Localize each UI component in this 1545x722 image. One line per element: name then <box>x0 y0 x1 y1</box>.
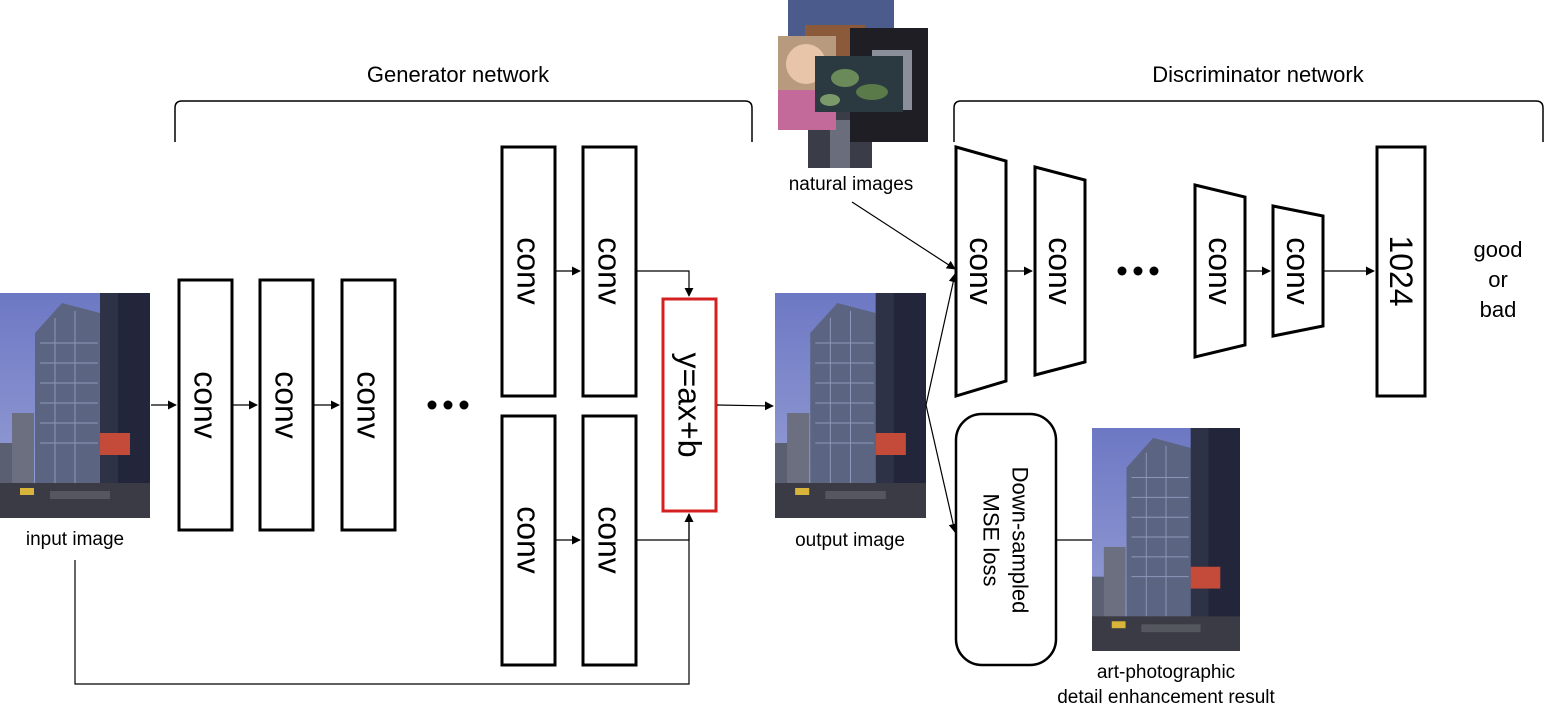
disc-ellipsis <box>1117 266 1159 276</box>
gen-conv-1: conv <box>177 278 234 532</box>
svg-text:conv: conv <box>592 237 628 305</box>
skip-connection <box>74 513 694 685</box>
gen-conv-2: conv <box>258 278 315 532</box>
svg-text:MSE loss: MSE loss <box>979 494 1004 587</box>
or-label: or <box>1488 267 1508 292</box>
disc-conv-1: conv <box>954 145 1008 399</box>
gen-conv-top-a: conv <box>500 145 557 398</box>
arrow-output-to-disc <box>925 273 958 406</box>
svg-text:conv: conv <box>1280 237 1316 305</box>
result-label-line2: detail enhancement result <box>1057 687 1275 708</box>
discriminator-bracket <box>953 100 1544 142</box>
mse-loss-block: Down-sampled MSE loss <box>954 412 1058 667</box>
bad-label: bad <box>1480 297 1517 322</box>
svg-text:1024: 1024 <box>1383 235 1419 306</box>
svg-text:conv: conv <box>592 506 628 574</box>
discriminator-network-heading: Discriminator network <box>1152 62 1364 87</box>
disc-conv-2: conv <box>1033 165 1087 377</box>
gen-conv-bottom-b: conv <box>581 414 638 667</box>
gen-conv-bottom-a: conv <box>500 414 557 667</box>
svg-text:conv: conv <box>188 371 224 439</box>
output-image-thumbnail <box>775 293 926 518</box>
svg-text:conv: conv <box>511 506 547 574</box>
input-image-thumbnail <box>0 293 150 518</box>
arrow-natural-to-disc <box>851 201 956 270</box>
arrow-top-to-affine <box>637 270 694 297</box>
input-image-label: input image <box>26 529 124 550</box>
output-image-label: output image <box>795 530 905 551</box>
disc-conv-3: conv <box>1193 183 1247 359</box>
svg-text:conv: conv <box>351 371 387 439</box>
gen-conv-3: conv <box>340 278 397 532</box>
svg-text:conv: conv <box>963 237 999 305</box>
svg-text:y=ax+b: y=ax+b <box>672 353 708 458</box>
arrow-affine-to-output <box>716 401 774 411</box>
result-image-thumbnail <box>1092 428 1240 651</box>
disc-conv-4: conv <box>1271 204 1325 338</box>
natural-images-label: natural images <box>789 174 914 195</box>
affine-block: y=ax+b <box>661 297 718 513</box>
gen-conv-top-b: conv <box>581 145 638 398</box>
svg-text:conv: conv <box>1202 237 1238 305</box>
svg-text:conv: conv <box>511 237 547 305</box>
good-label: good <box>1474 237 1523 262</box>
natural-images-collage <box>778 0 928 168</box>
generator-bracket <box>174 100 753 142</box>
generator-network-heading: Generator network <box>367 62 550 87</box>
disc-fc-1024: 1024 <box>1375 145 1427 398</box>
svg-text:conv: conv <box>269 371 305 439</box>
gen-ellipsis <box>427 400 469 410</box>
svg-text:Down-sampled: Down-sampled <box>1008 467 1033 614</box>
arrow-bottom-to-affine <box>637 513 694 541</box>
result-label-line1: art-photographic <box>1097 662 1235 683</box>
arrow-output-to-loss <box>925 404 958 533</box>
svg-text:conv: conv <box>1042 237 1078 305</box>
